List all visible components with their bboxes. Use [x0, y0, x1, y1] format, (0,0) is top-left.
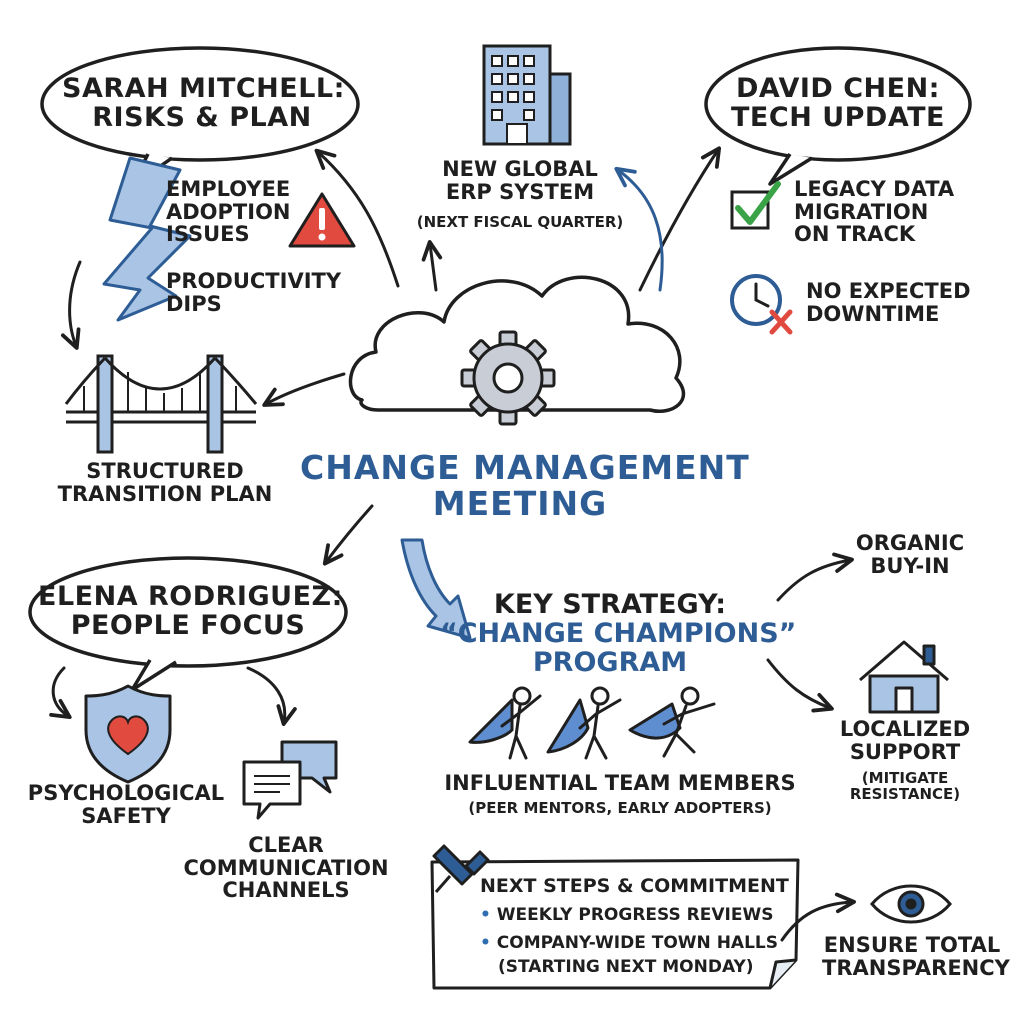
gear-icon: [460, 330, 556, 426]
next-steps-item-2: • COMPANY-WIDE TOWN HALLS: [480, 933, 778, 953]
david-bubble: [704, 46, 972, 186]
erp-timeline: (NEXT FISCAL QUARTER): [416, 213, 624, 231]
warning-icon: [288, 192, 356, 248]
building-icon: [482, 44, 572, 146]
transparency-label: ENSURE TOTAL TRANSPARENCY: [822, 933, 1010, 980]
chat-icon: [242, 740, 338, 820]
eye-icon: [870, 884, 952, 924]
shield-heart-icon: [84, 684, 172, 784]
sticky-note: [430, 858, 800, 990]
localized-support-label: LOCALIZED SUPPORT: [839, 717, 971, 764]
big-blue-arrow: [400, 538, 472, 640]
elena-name: ELENA RODRIGUEZ:: [38, 581, 343, 612]
check-icon: [730, 181, 781, 230]
team-members-label: INFLUENTIAL TEAM MEMBERS: [444, 771, 796, 795]
david-name: DAVID CHEN:: [736, 73, 940, 104]
blue-connector: [614, 166, 664, 292]
structured-plan-label: STRUCTURED TRANSITION PLAN: [57, 459, 273, 506]
champions-icon: [468, 686, 716, 760]
connectors: [49, 146, 856, 942]
lightning-icon: [102, 156, 192, 322]
next-steps-item-1: • WEEKLY PROGRESS REVIEWS: [480, 905, 774, 925]
elena-topic: PEOPLE FOCUS: [70, 610, 306, 642]
david-bubble-text: DAVID CHEN: TECH UPDATE: [710, 74, 966, 132]
elena-bubble: [28, 556, 348, 692]
migration-status: LEGACY DATA MIGRATION ON TRACK: [794, 177, 955, 247]
erp-label: NEW GLOBAL ERP SYSTEM: [442, 157, 598, 204]
next-steps-title: NEXT STEPS & COMMITMENT: [480, 875, 789, 897]
elena-bubble-text: ELENA RODRIGUEZ: PEOPLE FOCUS: [38, 581, 343, 642]
david-topic: TECH UPDATE: [731, 102, 945, 134]
clock-icon: [730, 274, 793, 335]
bridge-icon: [64, 354, 258, 454]
sarah-bubble-text: SARAH MITCHELL: RISKS & PLAN: [62, 73, 345, 134]
sarah-topic: RISKS & PLAN: [92, 102, 312, 134]
house-icon: [859, 640, 949, 714]
page-title: CHANGE MANAGEMENT MEETING: [300, 448, 750, 523]
localized-support-sub: (MITIGATE RESISTANCE): [849, 769, 961, 804]
risk-productivity: PRODUCTIVITY DIPS: [166, 269, 342, 316]
psychological-safety-label: PSYCHOLOGICAL SAFETY: [27, 781, 225, 828]
communication-label: CLEAR COMMUNICATION CHANNELS: [183, 833, 389, 903]
risk-adoption: EMPLOYEE ADOPTION ISSUES: [166, 177, 291, 247]
strategy-heading: KEY STRATEGY: “CHANGE CHAMPIONS” PROGRAM: [440, 589, 797, 679]
next-steps-item-2-sub: (STARTING NEXT MONDAY): [498, 957, 754, 977]
downtime-status: NO EXPECTED DOWNTIME: [806, 279, 971, 326]
sarah-name: SARAH MITCHELL:: [62, 73, 345, 104]
organic-buyin-label: ORGANIC BUY-IN: [855, 531, 965, 578]
pushpin-icon: [432, 844, 490, 893]
team-members-sub: (PEER MENTORS, EARLY ADOPTERS): [468, 799, 772, 817]
